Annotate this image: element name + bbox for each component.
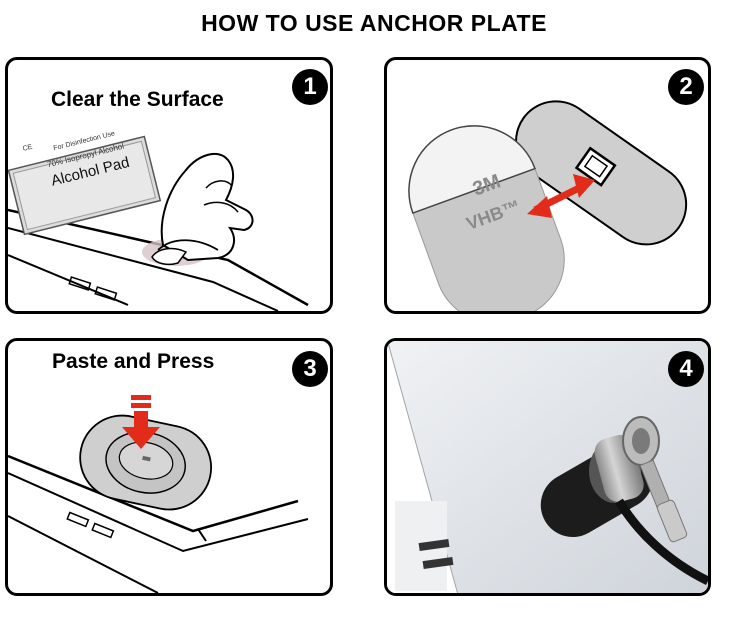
step-1-illustration bbox=[8, 135, 309, 311]
step-2-panel: 3M VHB™ 2 bbox=[384, 57, 711, 314]
step-4-panel: 4 bbox=[384, 338, 711, 596]
step-1-number-badge: 1 bbox=[292, 69, 328, 105]
step-1-caption: Clear the Surface bbox=[51, 88, 224, 111]
step-2-illustration bbox=[408, 100, 688, 311]
step-1-panel: CE For Disinfection Use 70% Isopropyl Al… bbox=[5, 57, 333, 314]
step-4-photo bbox=[387, 341, 708, 593]
step-3-illustration bbox=[8, 395, 309, 593]
step-2-number-badge: 2 bbox=[668, 69, 704, 105]
page-title: HOW TO USE ANCHOR PLATE bbox=[201, 10, 547, 36]
step-3-caption: Paste and Press bbox=[52, 350, 215, 373]
step-4-number-badge: 4 bbox=[668, 351, 704, 387]
step-3-number-badge: 3 bbox=[292, 351, 328, 387]
step-3-panel: Paste and Press 3 bbox=[5, 338, 333, 596]
